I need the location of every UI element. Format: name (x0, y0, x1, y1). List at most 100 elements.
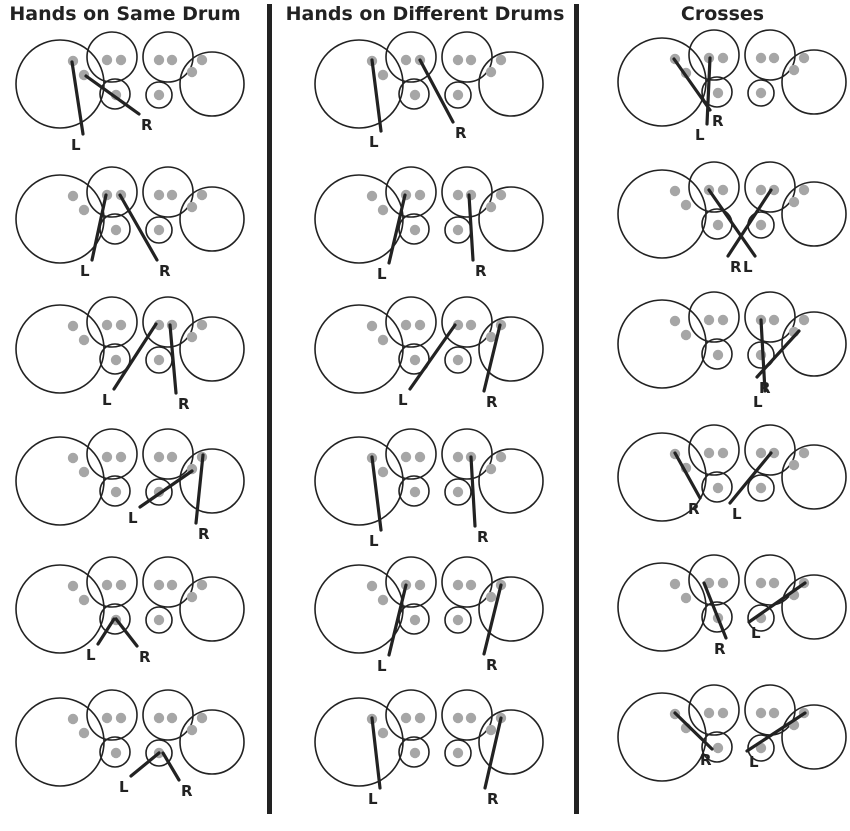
stroke-dot (755, 577, 767, 589)
drum-kit: LR (15, 428, 245, 543)
drum-floor-tom-left (314, 304, 404, 394)
stroke-dot (377, 204, 389, 216)
stroke-dot (452, 89, 464, 101)
stroke-dot (409, 614, 421, 626)
drum-snare-right (145, 478, 173, 506)
stroke-dot (414, 579, 426, 591)
stroke-dot (78, 466, 90, 478)
drum-floor-tom-left (617, 562, 707, 652)
stroke-dot (409, 89, 421, 101)
stroke-dot (67, 320, 79, 332)
stroke-dot (755, 87, 767, 99)
stroke-dot (485, 331, 497, 343)
left-stick (112, 322, 158, 391)
drum-rack-tom-left (86, 428, 138, 480)
drum-floor-tom-left (617, 169, 707, 259)
hand-label: R (159, 262, 171, 280)
drum-floor-tom-right (179, 709, 245, 775)
right-stick (482, 323, 502, 393)
stroke-dot (101, 319, 113, 331)
hand-label: L (732, 505, 742, 523)
drum-floor-tom-right (781, 704, 847, 770)
drum-rack-tom-left (385, 428, 437, 480)
drum-kit: LR (15, 31, 245, 154)
stroke-dot (788, 64, 800, 76)
stroke-dot (196, 319, 208, 331)
drum-snare-left (398, 78, 430, 110)
stroke-dot (115, 451, 127, 463)
drum-rack-tom-right (142, 556, 194, 608)
stroke-dot (377, 594, 389, 606)
left-stick (705, 56, 712, 126)
hand-label: R (141, 116, 153, 134)
drum-floor-tom-right (478, 448, 544, 514)
column-divider-2 (574, 4, 579, 814)
stroke-dot (153, 319, 165, 331)
stroke-dot (798, 447, 810, 459)
stroke-dot (680, 199, 692, 211)
left-stick (387, 583, 408, 657)
drum-snare-right (444, 478, 472, 506)
left-stick (673, 711, 714, 751)
hand-label: R (486, 656, 498, 674)
drum-snare-right (444, 606, 472, 634)
drum-snare-right (444, 346, 472, 374)
drum-floor-tom-right (781, 49, 847, 115)
stroke-dot (452, 451, 464, 463)
hand-label: R (178, 395, 190, 413)
stroke-dot (465, 579, 477, 591)
drum-snare-left (398, 343, 430, 375)
drum-snare-right (747, 474, 775, 502)
drum-snare-left (99, 475, 131, 507)
drum-snare-left (701, 76, 733, 108)
right-stick (745, 711, 807, 753)
stroke-dot (712, 87, 724, 99)
stroke-dot (452, 486, 464, 498)
drum-rack-tom-left (688, 161, 740, 213)
drum-rack-tom-right (441, 31, 493, 83)
stroke-dot (680, 329, 692, 341)
right-stick (672, 57, 712, 112)
drum-floor-tom-right (478, 316, 544, 382)
hand-label: R (198, 525, 210, 543)
right-stick (194, 453, 205, 525)
stroke-dot (186, 66, 198, 78)
left-stick (370, 455, 383, 532)
stroke-dot (377, 334, 389, 346)
hand-label: L (377, 265, 387, 283)
stroke-dot (78, 594, 90, 606)
drum-rack-tom-right (441, 556, 493, 608)
stroke-dot (798, 314, 810, 326)
stroke-dot (166, 54, 178, 66)
drum-rack-tom-right (744, 291, 796, 343)
drum-floor-tom-right (179, 316, 245, 382)
stroke-dot (414, 319, 426, 331)
left-stick (759, 318, 767, 393)
drum-floor-tom-left (15, 304, 105, 394)
hand-label: L (119, 778, 129, 796)
hand-label: R (487, 790, 499, 808)
hand-label: L (749, 753, 759, 771)
hand-label: L (368, 790, 378, 808)
hand-label: R (700, 751, 712, 769)
hand-label: R (714, 640, 726, 658)
stroke-dot (110, 354, 122, 366)
stroke-dot (186, 591, 198, 603)
stroke-dot (115, 319, 127, 331)
drum-snare-left (701, 338, 733, 370)
column-title-crosses: Crosses (680, 3, 765, 25)
stroke-dot (768, 184, 780, 196)
right-stick (118, 193, 159, 262)
stroke-dot (67, 713, 79, 725)
stroke-dot (717, 447, 729, 459)
stroke-dot (153, 451, 165, 463)
hand-label: L (128, 509, 138, 527)
drum-snare-right (145, 81, 173, 109)
drum-rack-tom-right (142, 296, 194, 348)
right-stick (168, 323, 178, 395)
drum-floor-tom-right (478, 709, 544, 775)
stroke-dot (153, 354, 165, 366)
